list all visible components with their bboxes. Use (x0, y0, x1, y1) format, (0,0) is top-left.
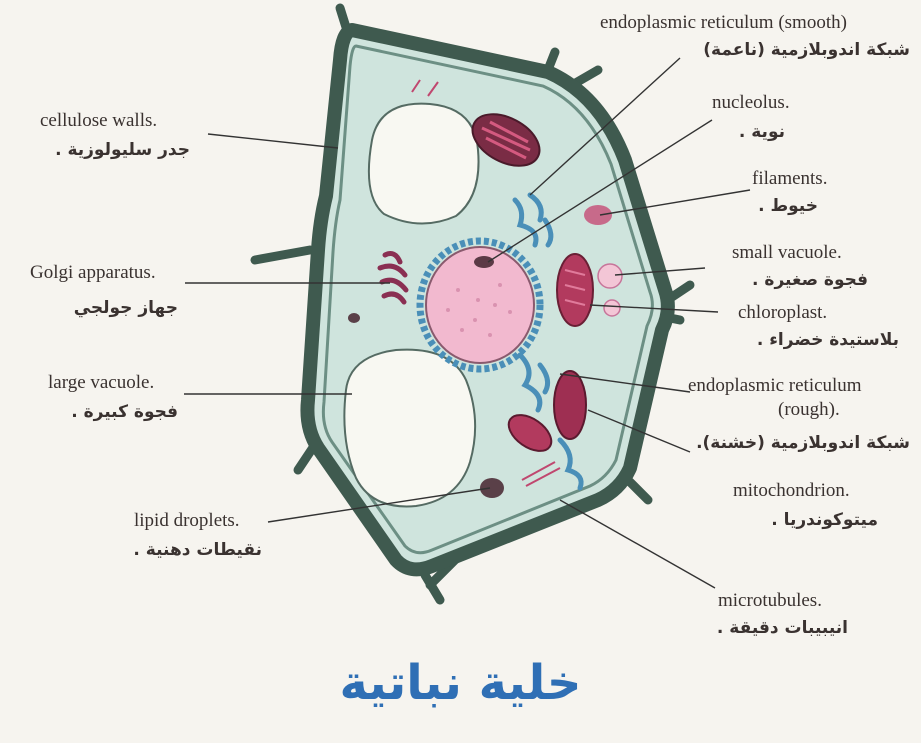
label-filaments-en: filaments. (752, 168, 827, 190)
label-small-vacuole-en: small vacuole. (732, 242, 842, 264)
label-mitochondrion-en: mitochondrion. (733, 480, 850, 502)
label-large-vacuole-ar: فجوة كبيرة . (48, 402, 178, 422)
label-microtubules-ar: انيبيبات دقيقة . (698, 618, 848, 638)
label-nucleolus-en: nucleolus. (712, 92, 790, 114)
label-er-rough-en2: (rough). (778, 399, 840, 421)
label-nucleolus-ar: نوية . (705, 122, 785, 142)
label-chloroplast-en: chloroplast. (738, 302, 827, 324)
diagram-title: خلية نباتية (0, 655, 921, 711)
label-small-vacuole-ar: فجوة صغيرة . (718, 270, 868, 290)
label-er-rough-ar: شبكة اندوبلازمية (خشنة). (660, 433, 910, 453)
label-lipid-droplets-en: lipid droplets. (134, 510, 240, 532)
large-vacuole-shape (344, 350, 475, 507)
label-er-smooth-en: endoplasmic reticulum (smooth) (600, 12, 847, 34)
label-mitochondrion-ar: ميتوكوندريا . (748, 510, 878, 530)
small-vacuole-shape (598, 264, 622, 288)
mitochondrion-shape (554, 371, 586, 439)
label-large-vacuole-en: large vacuole. (48, 372, 154, 394)
lipid-droplets-shape (480, 478, 504, 498)
nucleolus-shape (474, 256, 494, 268)
label-microtubules-en: microtubules. (718, 590, 822, 612)
label-chloroplast-ar: بلاستيدة خضراء . (714, 330, 899, 350)
label-golgi-en: Golgi apparatus. (30, 262, 156, 284)
label-cellulose-walls-en: cellulose walls. (40, 110, 157, 132)
label-cellulose-walls-ar: جدر سليولوزية . (30, 140, 190, 160)
upper-vacuole (369, 104, 479, 224)
label-er-rough-en: endoplasmic reticulum (688, 375, 862, 397)
label-lipid-droplets-ar: نقيطات دهنية . (122, 540, 262, 560)
nucleus (420, 241, 540, 369)
label-filaments-ar: خيوط . (738, 196, 818, 216)
label-er-smooth-ar: شبكة اندوبلازمية (ناعمة) (650, 40, 910, 60)
label-golgi-ar: جهاز جولجي (48, 298, 178, 318)
chloroplast-right (557, 254, 593, 326)
